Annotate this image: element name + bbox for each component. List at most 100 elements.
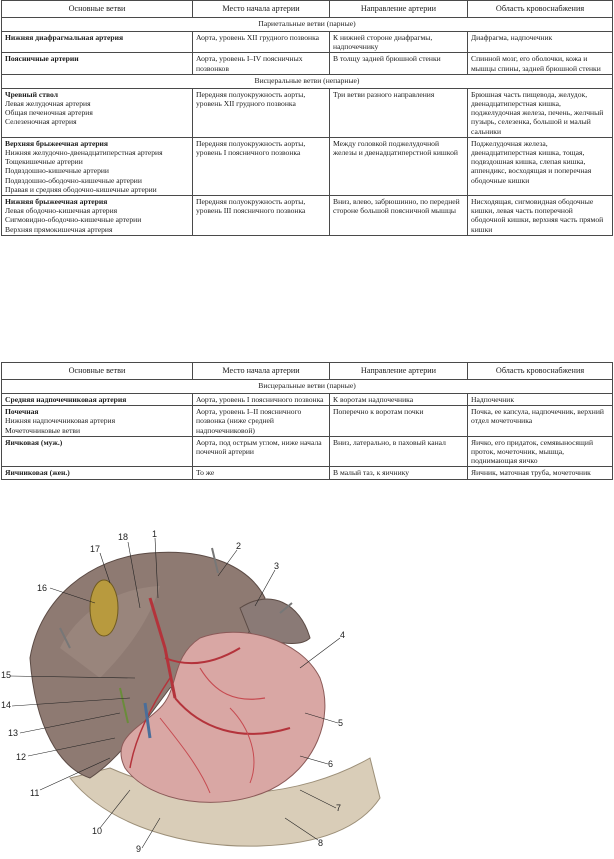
direction-cell: Вниз, влево, забрюшинно, по передней сто…	[329, 195, 468, 236]
area-cell: Спинной мозг, его оболочки, кожа и мышцы…	[467, 52, 613, 75]
section-row: Висцеральные ветви (непарные)	[1, 73, 613, 89]
table-row: Поясничные артерии Аорта, уровень I–IV по…	[1, 52, 613, 75]
figure-label-18: 18	[118, 532, 128, 542]
section-title: Висцеральные ветви (парные)	[1, 379, 613, 394]
table-row: Нижняя диафрагмальная артерия Аорта, уров…	[1, 30, 613, 54]
branch-name: Нижняя диафрагмальная артерия	[5, 33, 124, 42]
area-cell: Брюшная часть пищевода, желудок, двенадц…	[467, 87, 613, 138]
origin-cell: Передняя полуокружность аорты, уровень X…	[192, 87, 330, 138]
sub-branch: Общая печеночная артерия	[5, 108, 93, 118]
sub-branch: Мочеточниковые ветви	[5, 425, 81, 435]
branch-name: Яичковая (муж.)	[5, 437, 63, 447]
sub-branch: Левая желудочная артерия	[5, 99, 91, 109]
origin-cell: Передняя полуокружность аорты, уровень I…	[192, 136, 330, 197]
table-header-row: Основные ветви Место начала артерии Напр…	[1, 362, 613, 380]
figure-label-13: 13	[8, 728, 18, 738]
figure-label-11: 11	[30, 788, 39, 798]
area-cell: Диафрагма, надпочечник	[467, 30, 613, 54]
header-origin: Место начала артерии	[192, 362, 330, 380]
section-title: Висцеральные ветви (непарные)	[1, 73, 613, 89]
direction-cell: К воротам надпочечника	[329, 392, 468, 407]
header-origin: Место начала артерии	[192, 0, 330, 18]
sub-branch: Правая и средняя ободочно-кишечные артер…	[5, 184, 157, 194]
direction-cell: Поперечно к воротам почки	[329, 405, 468, 437]
branch-cell: Поясничные артерии	[1, 52, 193, 75]
table-row: Яичковая (муж.) Аорта, под острым углом, …	[1, 435, 613, 468]
branch-name: Поясничные артерии	[5, 54, 79, 64]
area-cell: Почка, ее капсула, надпочечник, верхний …	[467, 405, 613, 437]
table-header-row: Основные ветви Место начала артерии Напр…	[1, 0, 613, 18]
direction-cell: Вниз, латерально, в паховый канал	[329, 435, 468, 468]
branch-cell: Яичковая (муж.)	[1, 435, 193, 468]
branch-cell: Яичниковая (жен.)	[1, 466, 193, 480]
figure-label-3: 3	[274, 561, 279, 571]
section-row: Висцеральные ветви (парные)	[1, 379, 613, 394]
direction-cell: В толщу задней брюшной стенки	[329, 52, 468, 75]
table-body: Висцеральные ветви (парные)Средняя надпо…	[1, 379, 613, 480]
sub-branch: Подвздошно-ободочно-кишечные артерии	[5, 175, 142, 185]
header-direction: Направление артерии	[329, 362, 468, 380]
figure-label-17: 17	[90, 544, 100, 554]
sub-branch: Тощекишечные артерии	[5, 157, 83, 167]
sub-branch: Нижняя желудочно-двенадцатиперстная арте…	[5, 148, 163, 158]
sub-branch: Сигмовидно-ободочно-кишечные артерии	[5, 215, 142, 225]
origin-cell: Аорта, под острым углом, ниже начала поч…	[192, 435, 330, 468]
anatomical-illustration: 1 2 3 4 5 6 7 8 9 10 11 12 13 14 15 16 1…	[0, 528, 614, 854]
table-row: Средняя надпочечниковая артерия Аорта, ур…	[1, 392, 613, 407]
origin-cell: Аорта, уровень I–II поясничного позвонка…	[192, 405, 330, 437]
branch-name: Почечная	[5, 407, 39, 417]
origin-cell: То же	[192, 466, 330, 480]
branch-name: Яичниковая (жен.)	[5, 468, 70, 478]
figure-label-7: 7	[336, 803, 341, 813]
direction-cell: Между головкой поджелудочной железы и дв…	[329, 136, 468, 197]
area-cell: Надпочечник	[467, 392, 613, 407]
figure-label-10: 10	[92, 826, 102, 836]
section-row: Париетальные ветви (парные)	[1, 17, 613, 32]
header-area: Область кровоснабжения	[467, 0, 613, 18]
area-cell: Поджелудочная железа, двенадцатиперстная…	[467, 136, 613, 197]
branch-name: Чревный ствол	[5, 89, 58, 99]
branch-name: Нижняя брыжеечная артерия	[5, 197, 108, 207]
arteries-table-2: Основные ветви Место начала артерии Напр…	[1, 362, 613, 480]
direction-cell: К нижней стороне диафрагмы, надпочечнику	[329, 30, 468, 54]
sub-branch: Левая ободочно-кишечная артерия	[5, 206, 118, 216]
stomach-liver-illustration: 1 2 3 4 5 6 7 8 9 10 11 12 13 14 15 16 1…	[1, 529, 381, 854]
sub-branch: Селезеночная артерия	[5, 117, 77, 127]
figure-label-1: 1	[152, 529, 157, 539]
header-direction: Направление артерии	[329, 0, 468, 18]
area-cell: Нисходящая, сигмовидная ободочные кишки,…	[467, 195, 613, 236]
figure-label-8: 8	[318, 838, 323, 848]
header-area: Область кровоснабжения	[467, 362, 613, 380]
origin-cell: Аорта, уровень XII грудного позвонка	[192, 30, 330, 54]
table-body: Париетальные ветви (парные)Нижняя диафра…	[1, 17, 613, 236]
figure-label-6: 6	[328, 759, 333, 769]
area-cell: Яичко, его придаток, семявыносящий прото…	[467, 435, 613, 468]
branch-cell: Нижняя диафрагмальная артерия	[1, 30, 193, 54]
branch-name: Верхняя брыжеечная артерия	[5, 138, 109, 148]
origin-cell: Аорта, уровень I–IV поясничных позвонков	[192, 52, 330, 75]
direction-cell: Три ветви разного направления	[329, 87, 468, 138]
section-title: Париетальные ветви (парные)	[1, 17, 613, 32]
figure-label-16: 16	[37, 583, 47, 593]
sub-branch: Подвздошно-кишечные артерии	[5, 166, 109, 176]
arteries-table-1: Основные ветви Место начала артерии Напр…	[1, 0, 613, 236]
figure-label-9: 9	[136, 844, 141, 854]
sub-branch: Верхняя прямокишечная артерия	[5, 224, 113, 234]
origin-cell: Аорта, уровень I поясничного позвонка	[192, 392, 330, 407]
direction-cell: В малый таз, к яичнику	[329, 466, 468, 480]
header-branches: Основные ветви	[1, 362, 193, 380]
sub-branch: Нижняя надпочечниковая артерия	[5, 416, 116, 426]
branch-name: Средняя надпочечниковая артерия	[5, 395, 127, 404]
branch-cell: Средняя надпочечниковая артерия	[1, 392, 193, 407]
figure-label-5: 5	[338, 718, 343, 728]
area-cell: Яичник, маточная труба, мочеточник	[467, 466, 613, 480]
